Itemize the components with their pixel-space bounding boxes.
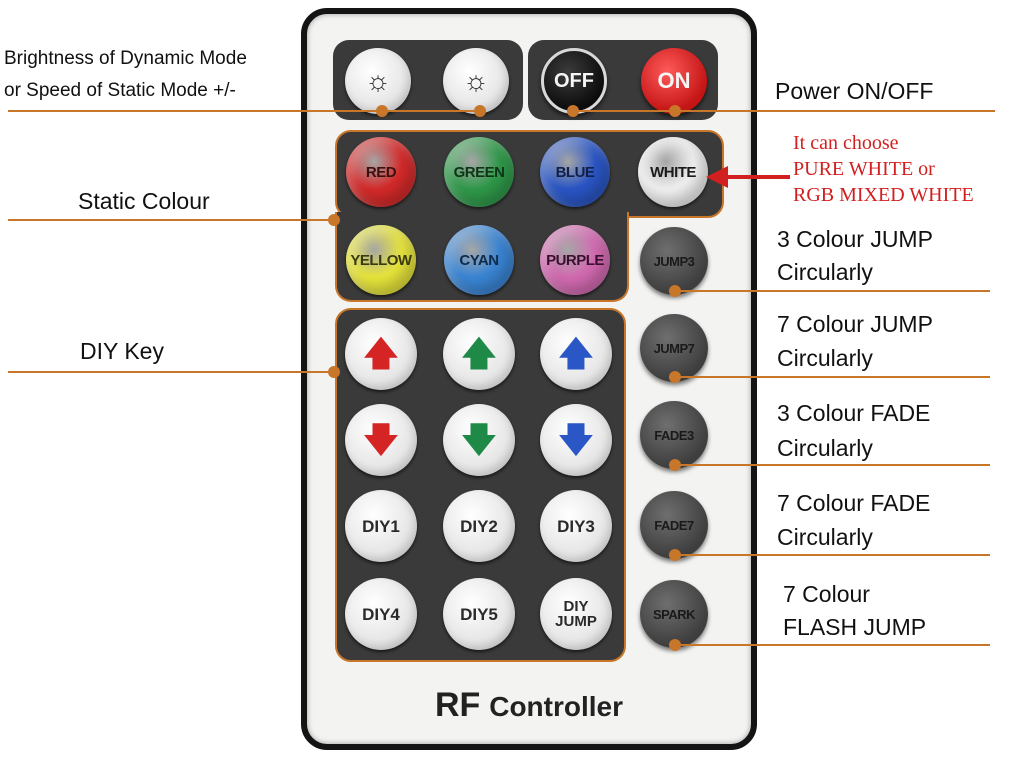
fade3-annotation-line2: Circularly: [777, 435, 873, 461]
green-down-button[interactable]: 🡇: [443, 404, 515, 476]
fade3-dot: [669, 459, 681, 471]
fade7-dot: [669, 549, 681, 561]
jump3-label: JUMP3: [653, 253, 695, 269]
cyan-label: CYAN: [459, 251, 499, 269]
diy4-button[interactable]: DIY4: [345, 578, 417, 650]
red-down-button[interactable]: 🡇: [345, 404, 417, 476]
blue-up-arrow-icon: 🡅: [558, 335, 594, 373]
spark-annotation-line1: 7 Colour: [783, 581, 870, 607]
white-note-arrow: [706, 166, 790, 188]
spark-label: SPARK: [652, 606, 696, 622]
red-label: RED: [365, 163, 397, 181]
blue-down-button[interactable]: 🡇: [540, 404, 612, 476]
brightness-annotation-line1: Brightness of Dynamic Mode: [4, 48, 247, 69]
white-note-line2: PURE WHITE or: [793, 158, 935, 180]
spark-button[interactable]: SPARK: [640, 580, 708, 648]
red-button[interactable]: RED: [346, 137, 416, 207]
jump3-annotation-line1: 3 Colour JUMP: [777, 226, 933, 252]
green-button[interactable]: GREEN: [444, 137, 514, 207]
sun-down-icon: ☼: [463, 65, 489, 96]
green-label: GREEN: [453, 163, 505, 181]
diy-dot: [328, 366, 340, 378]
off-dot: [567, 105, 579, 117]
static-colour-annotation: Static Colour: [78, 188, 210, 214]
purple-label: PURPLE: [546, 251, 604, 269]
brightness-annotation-line2: or Speed of Static Mode +/-: [4, 80, 236, 101]
static-colour-dot: [328, 214, 340, 226]
on-dot: [669, 105, 681, 117]
brightness-up-button[interactable]: ☼: [345, 48, 411, 114]
purple-button[interactable]: PURPLE: [540, 225, 610, 295]
red-down-arrow-icon: 🡇: [363, 421, 399, 459]
yellow-label: YELLOW: [350, 251, 412, 269]
diy-jump-button[interactable]: DIY JUMP: [540, 578, 612, 650]
red-up-button[interactable]: 🡅: [345, 318, 417, 390]
white-note-line3: RGB MIXED WHITE: [793, 184, 974, 206]
fade7-annotation-line1: 7 Colour FADE: [777, 490, 931, 516]
sun-up-icon: ☼: [365, 65, 391, 96]
diy5-label: DIY5: [460, 604, 498, 624]
cyan-button[interactable]: CYAN: [444, 225, 514, 295]
spark-annotation-line2: FLASH JUMP: [783, 614, 927, 640]
fade7-button[interactable]: FADE7: [640, 491, 708, 559]
fade7-annotation-line2: Circularly: [777, 524, 873, 550]
jump3-button[interactable]: JUMP3: [640, 227, 708, 295]
blue-label: BLUE: [555, 163, 595, 181]
diy4-label: DIY4: [362, 604, 400, 624]
red-up-arrow-icon: 🡅: [363, 335, 399, 373]
blue-down-arrow-icon: 🡇: [558, 421, 594, 459]
brightness-up-dot: [376, 105, 388, 117]
fade3-annotation-line1: 3 Colour FADE: [777, 400, 931, 426]
diy-annotation: DIY Key: [80, 338, 164, 364]
jump7-annotation-line1: 7 Colour JUMP: [777, 311, 933, 337]
diy5-button[interactable]: DIY5: [443, 578, 515, 650]
brand-controller: Controller: [489, 691, 623, 722]
jump3-dot: [669, 285, 681, 297]
fade3-button[interactable]: FADE3: [640, 401, 708, 469]
brightness-down-button[interactable]: ☼: [443, 48, 509, 114]
fade7-label: FADE7: [654, 517, 694, 533]
diy3-button[interactable]: DIY3: [540, 490, 612, 562]
on-label: ON: [657, 68, 691, 93]
jump7-annotation-line2: Circularly: [777, 345, 873, 371]
diy1-button[interactable]: DIY1: [345, 490, 417, 562]
off-label: OFF: [554, 70, 594, 92]
jump3-annotation-line2: Circularly: [777, 259, 873, 285]
blue-button[interactable]: BLUE: [540, 137, 610, 207]
jump7-label: JUMP7: [653, 340, 695, 356]
diy-jump-label: DIY JUMP: [555, 598, 597, 630]
jump7-button[interactable]: JUMP7: [640, 314, 708, 382]
white-note-line1: It can choose: [793, 132, 899, 154]
yellow-button[interactable]: YELLOW: [346, 225, 416, 295]
diy3-label: DIY3: [557, 516, 595, 536]
green-down-arrow-icon: 🡇: [461, 421, 497, 459]
green-up-arrow-icon: 🡅: [461, 335, 497, 373]
white-label: WHITE: [650, 163, 696, 181]
fade3-label: FADE3: [654, 427, 694, 443]
diy1-label: DIY1: [362, 516, 400, 536]
blue-up-button[interactable]: 🡅: [540, 318, 612, 390]
spark-dot: [669, 639, 681, 651]
diy2-button[interactable]: DIY2: [443, 490, 515, 562]
on-button[interactable]: ON: [641, 48, 707, 114]
brand-rf: RF: [435, 686, 481, 724]
brightness-down-dot: [474, 105, 486, 117]
white-button[interactable]: WHITE: [638, 137, 708, 207]
jump7-dot: [669, 371, 681, 383]
green-up-button[interactable]: 🡅: [443, 318, 515, 390]
power-annotation: Power ON/OFF: [775, 78, 934, 104]
diy2-label: DIY2: [460, 516, 498, 536]
brand-label: RF Controller: [301, 686, 757, 725]
